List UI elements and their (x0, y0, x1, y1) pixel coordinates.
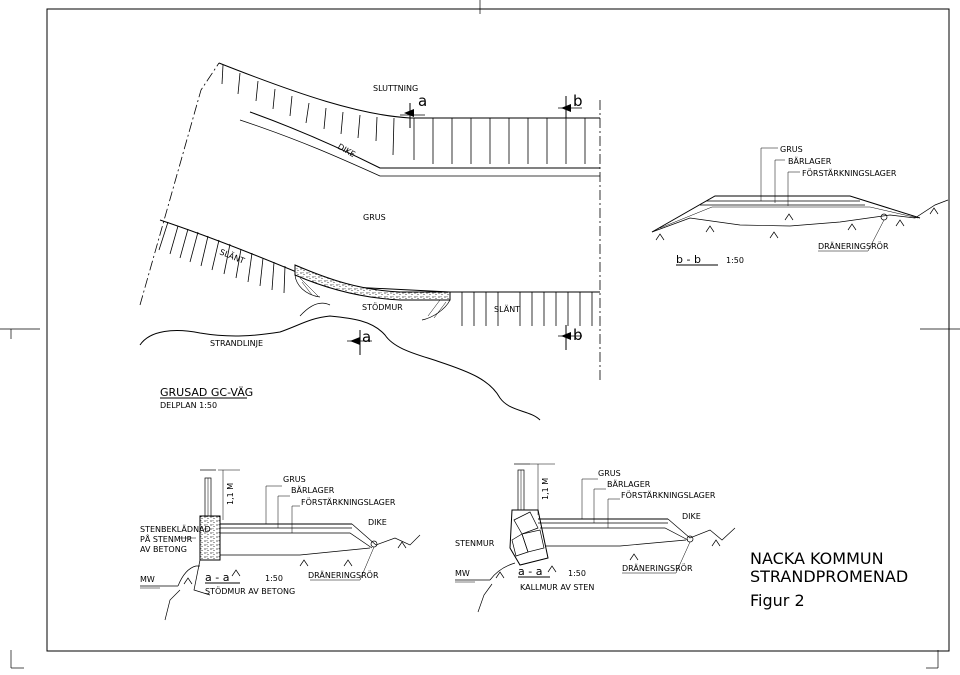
bb-label-drain: DRÄNERINGSRÖR (818, 241, 889, 251)
aa1-label-subbase: FÖRSTÄRKNINGSLAGER (301, 497, 396, 507)
aa2-label-gravel: GRUS (598, 469, 621, 478)
aa1-label-gravel: GRUS (283, 475, 306, 484)
slope-top-hatch (221, 64, 586, 164)
section-marker-b-top (558, 96, 582, 118)
aa1-scale: 1:50 (265, 574, 283, 583)
aa2-label-height: 1,1 M (541, 478, 550, 500)
aa2-label-water: MW (455, 569, 470, 578)
bb-label-subbase: FÖRSTÄRKNINGSLAGER (802, 168, 897, 178)
plan-title: GRUSAD GC-VÄG (160, 386, 253, 399)
aa2-label-subbase: FÖRSTÄRKNINGSLAGER (621, 490, 716, 500)
section-marker-a-top (400, 103, 425, 128)
path-edge-upper (239, 119, 600, 177)
slope-left-hatch (158, 221, 286, 294)
ditch-line (249, 111, 600, 169)
bb-ground (651, 199, 949, 233)
aa1-label-water: MW (140, 575, 155, 584)
aa2-label-ditch: DIKE (682, 512, 701, 521)
aa2-label-base: BÄRLAGER (607, 479, 651, 489)
title-municipality: NACKA KOMMUN (750, 549, 884, 568)
section-aa-stone (455, 463, 736, 613)
label-ditch: DIKE (336, 142, 357, 159)
plan-top-boundary (139, 62, 220, 306)
aa1-label-height: 1,1 M (226, 483, 235, 505)
retaining-wall-plan (294, 264, 451, 301)
aa1-label-facing-3: AV BETONG (140, 545, 187, 554)
label-section-b-bottom: b (573, 326, 583, 344)
aa1-label-base: BÄRLAGER (291, 485, 335, 495)
label-retaining-wall: STÖDMUR (362, 302, 403, 312)
bb-section-label: b - b (676, 253, 701, 266)
aa1-label-ditch: DIKE (368, 518, 387, 527)
bb-label-gravel: GRUS (780, 145, 803, 154)
shoreline-curve (139, 315, 541, 421)
label-section-b-top: b (573, 92, 583, 110)
title-project: STRANDPROMENAD (750, 567, 908, 586)
aa1-label-facing-2: PÅ STENMUR (140, 533, 193, 544)
slope-top-line (218, 62, 600, 119)
plan-subtitle: DELPLAN 1:50 (160, 401, 217, 410)
aa2-section-label: a - a (518, 565, 542, 578)
section-marker-a-bottom (347, 330, 372, 355)
bb-label-base: BÄRLAGER (788, 156, 832, 166)
title-figure: Figur 2 (750, 591, 805, 610)
aa1-label-drain: DRÄNERINGSRÖR (308, 570, 379, 580)
plan-view (139, 62, 601, 421)
aa1-sub: STÖDMUR AV BETONG (205, 586, 295, 596)
slope-right-hatch (461, 292, 593, 326)
label-section-a-top: a (418, 92, 427, 110)
section-aa-concrete (140, 469, 421, 621)
aa2-label-wall: STENMUR (455, 539, 495, 548)
section-bb (651, 147, 949, 266)
aa1-section-label: a - a (205, 571, 229, 584)
bb-embankment-top (651, 195, 921, 233)
aa-stone-wall (509, 509, 549, 566)
label-section-a-bottom: a (362, 328, 371, 346)
label-shoreline: STRANDLINJE (210, 339, 263, 348)
aa2-sub: KALLMUR AV STEN (520, 583, 594, 592)
section-marker-b-bottom (558, 325, 582, 350)
aa2-label-drain: DRÄNERINGSRÖR (622, 563, 693, 573)
aa-concrete-wall (199, 515, 221, 561)
label-slope-top: SLUTTNING (373, 84, 418, 93)
aa1-label-facing-1: STENBEKLÄDNAD (140, 524, 211, 534)
bb-scale: 1:50 (726, 256, 744, 265)
label-slope-right: SLÄNT (494, 304, 520, 314)
label-slope-left: SLÄNT (218, 247, 246, 266)
label-gravel: GRUS (363, 213, 386, 222)
aa2-scale: 1:50 (568, 569, 586, 578)
